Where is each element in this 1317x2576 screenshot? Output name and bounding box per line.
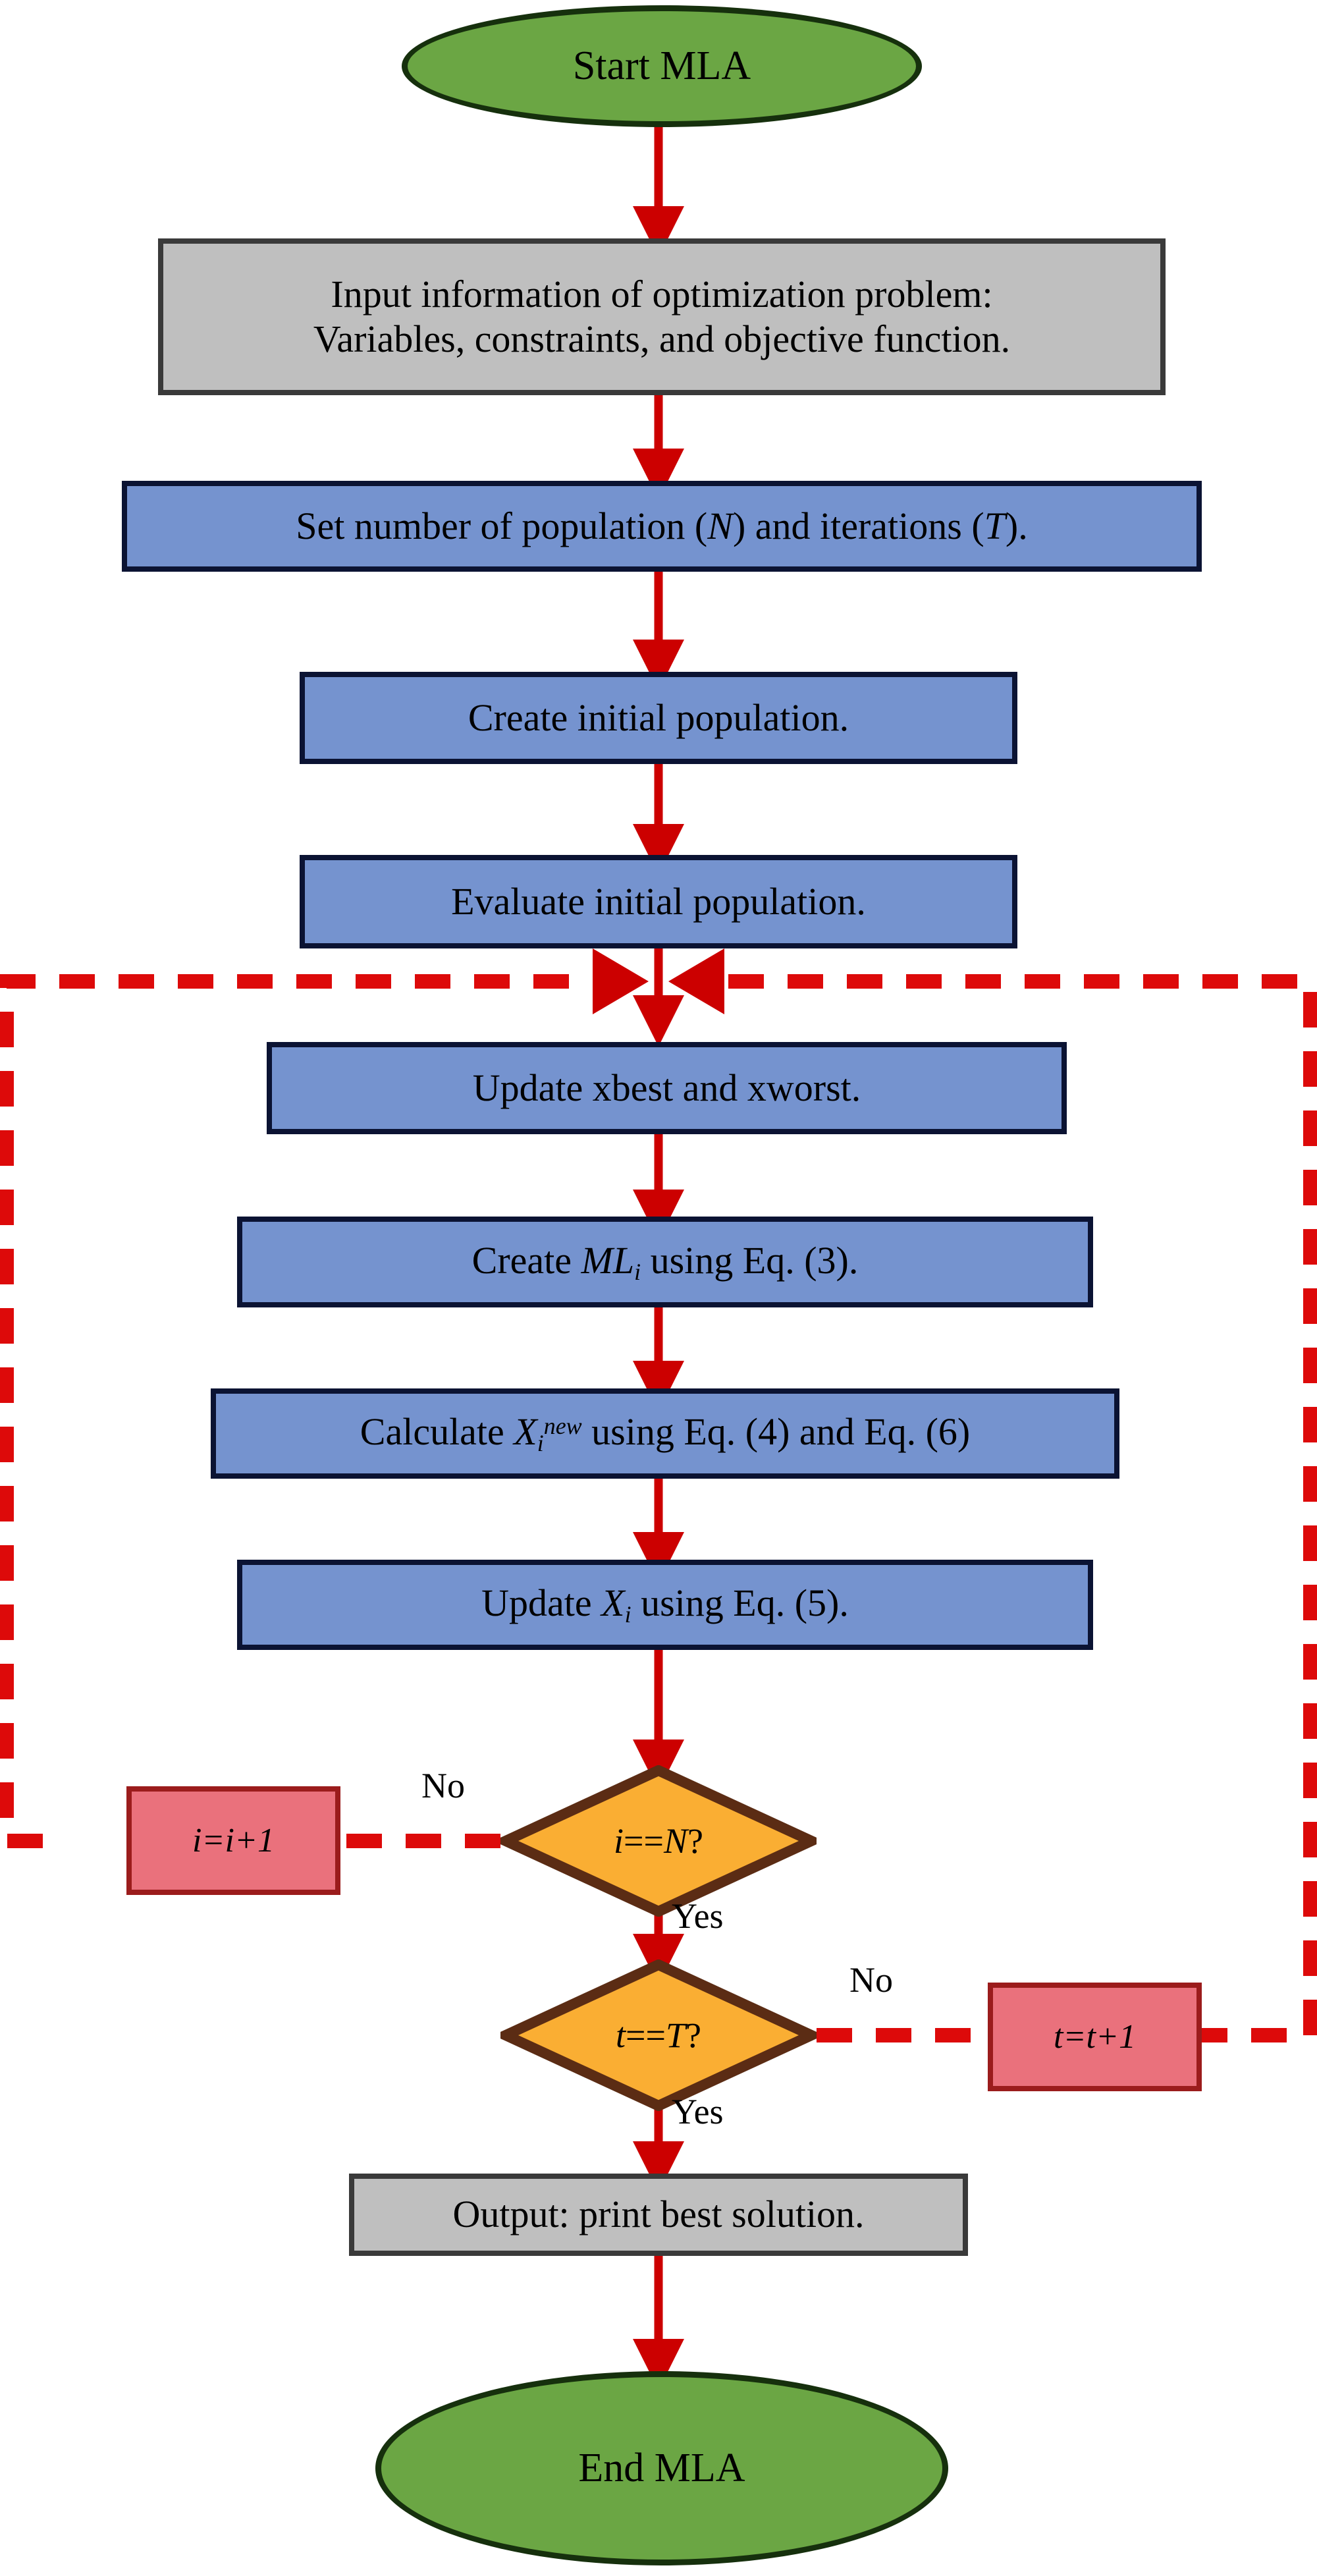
dashed-loop-inner-left-path [0,974,632,1848]
node-start-label: Start MLA [572,43,751,88]
node-updatex-label: Update Xi using Eq. (5). [481,1581,849,1628]
node-update-x[interactable]: Update Xi using Eq. (5). [237,1560,1093,1650]
node-inct-label: t=t+1 [1053,2017,1137,2056]
dashed-loop-outer-arrowhead [668,948,724,1014]
node-input-information[interactable]: Input information of optimization proble… [158,238,1166,395]
node-createml-label: Create MLi using Eq. (3). [471,1238,859,1285]
node-output-label: Output: print best solution. [452,2193,865,2236]
node-set-population-iterations[interactable]: Set number of population (N) and iterati… [122,481,1202,572]
edge-label-yes-i: Yes [672,1896,724,1936]
edge-label-yes-t: Yes [672,2092,724,2131]
node-setparams-label: Set number of population (N) and iterati… [296,504,1028,547]
node-updatebest-label: Update xbest and xworst. [472,1066,861,1109]
node-increment-i[interactable]: i=i+1 [126,1786,340,1895]
node-create-initial-population[interactable]: Create initial population. [300,672,1017,764]
node-inci-label: i=i+1 [192,1821,275,1859]
edge-label-no-i: No [421,1766,465,1805]
node-decision-i-equals-n[interactable]: i==N? [500,1765,817,1917]
node-evaluatepop-label: Evaluate initial population. [451,879,866,923]
node-update-xbest-xworst[interactable]: Update xbest and xworst. [267,1042,1067,1134]
node-input-line1: Input information of optimization proble… [331,272,993,315]
node-decision-i-label: i==N? [614,1821,703,1861]
node-decision-t-equals-t[interactable]: t==T? [500,1959,817,2111]
node-calculate-x-new[interactable]: Calculate Xinew using Eq. (4) and Eq. (6… [211,1388,1119,1479]
diamond-shape-i [500,1765,817,1917]
node-input-line2: Variables, constraints, and objective fu… [313,317,1011,360]
node-createpop-label: Create initial population. [468,696,849,739]
node-increment-t[interactable]: t=t+1 [988,1983,1202,2091]
edge-label-no-t: No [849,1960,893,2000]
node-create-ml[interactable]: Create MLi using Eq. (3). [237,1217,1093,1307]
dashed-loop-inner-arrowhead [593,948,649,1014]
node-evaluate-initial-population[interactable]: Evaluate initial population. [300,855,1017,948]
node-calcxnew-label: Calculate Xinew using Eq. (4) and Eq. (6… [360,1410,971,1457]
node-end-label: End MLA [578,2445,745,2490]
diamond-shape-t [500,1959,817,2111]
node-start-mla[interactable]: Start MLA [402,5,922,127]
node-end-mla[interactable]: End MLA [375,2371,948,2565]
node-output-best-solution[interactable]: Output: print best solution. [349,2174,968,2256]
dashed-loop-outer-right-path [685,974,1317,2042]
node-decision-t-label: t==T? [616,2015,701,2055]
